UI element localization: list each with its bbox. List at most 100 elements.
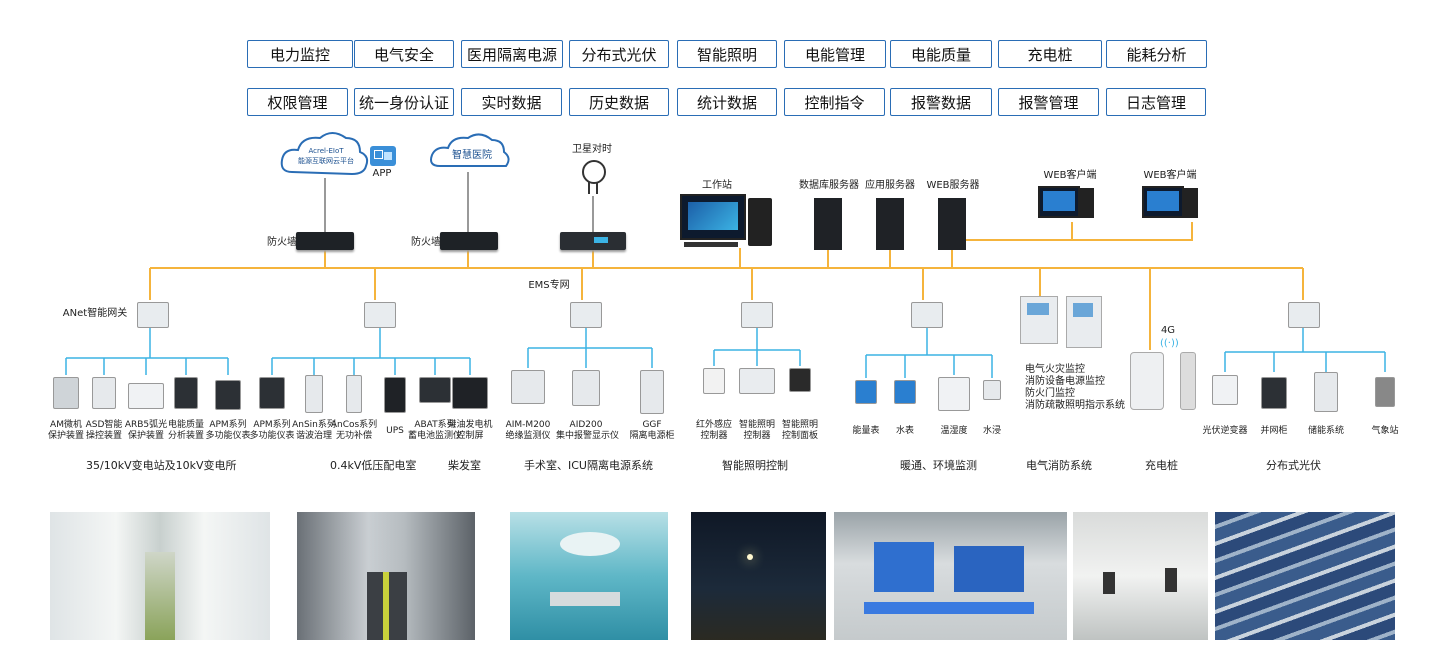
system-label: 电气消防系统	[1026, 459, 1092, 472]
device-label: ABAT系列	[414, 420, 456, 430]
device-label: 能量表	[852, 426, 880, 436]
firewall-device	[296, 232, 354, 250]
device-label: ARB5弧光	[124, 420, 168, 430]
device-icon	[215, 380, 241, 410]
substation-photo	[50, 512, 270, 640]
firewall-label-1: 防火墙	[267, 237, 297, 248]
module-button[interactable]: 充电桩	[998, 40, 1102, 68]
web-server-icon	[938, 198, 966, 250]
gateway-device-icon	[1288, 302, 1320, 328]
satellite-dish-icon	[582, 160, 606, 184]
fire-item: 消防疏散照明指示系统	[1025, 400, 1125, 411]
device-label: GGF	[642, 420, 662, 430]
module-button[interactable]: 报警数据	[890, 88, 992, 116]
module-button[interactable]: 电气安全	[354, 40, 454, 68]
module-button[interactable]: 历史数据	[569, 88, 669, 116]
web-client-monitor-icon	[1142, 186, 1184, 218]
device-icon	[703, 368, 725, 394]
device-label: AnCos系列	[330, 420, 378, 430]
fire-panel-icon	[1020, 296, 1058, 344]
device-sublabel: 多功能仪表	[249, 431, 295, 441]
device-label: AID200	[569, 420, 603, 430]
app-server-label: 应用服务器	[865, 180, 915, 191]
device-label: APM系列	[209, 420, 247, 430]
module-button[interactable]: 实时数据	[461, 88, 562, 116]
system-label: 智能照明控制	[722, 459, 788, 472]
module-button[interactable]: 电能管理	[784, 40, 886, 68]
workstation-monitor-icon	[680, 194, 746, 240]
web-server-label: WEB服务器	[926, 180, 980, 191]
device-sublabel: 无功补偿	[335, 431, 372, 441]
device-label: 储能系统	[1307, 426, 1344, 436]
device-sublabel: 隔离电源柜	[629, 431, 675, 441]
cloud-platform-subtitle: 能源互联网云平台	[298, 157, 354, 165]
web-client-tower-icon	[1184, 188, 1198, 218]
app-icon	[370, 146, 396, 166]
module-button[interactable]: 统计数据	[677, 88, 777, 116]
device-label: 温湿度	[940, 426, 968, 436]
module-button[interactable]: 能耗分析	[1106, 40, 1207, 68]
keyboard-icon	[684, 242, 738, 247]
db-server-icon	[814, 198, 842, 250]
charging-station-photo	[1073, 512, 1208, 640]
device-sublabel: 绝缘监测仪	[505, 431, 551, 441]
device-icon	[384, 377, 406, 413]
device-sublabel: 控制器	[743, 431, 771, 441]
satellite-label: 卫星对时	[572, 144, 612, 155]
clock-server-device	[560, 232, 626, 250]
device-sublabel: 控制面板	[781, 431, 818, 441]
gateway-device-icon	[741, 302, 773, 328]
module-button[interactable]: 权限管理	[247, 88, 348, 116]
device-label: 智能照明	[738, 420, 775, 430]
device-label: 电能质量	[167, 420, 204, 430]
system-label: 暖通、环境监测	[900, 459, 977, 472]
fire-item: 电气火灾监控	[1025, 364, 1085, 375]
module-button[interactable]: 报警管理	[998, 88, 1099, 116]
device-icon	[739, 368, 775, 394]
device-sublabel: 分析装置	[167, 431, 204, 441]
device-icon	[419, 377, 451, 403]
app-label: APP	[372, 168, 392, 179]
system-label: 充电桩	[1145, 459, 1178, 472]
gateway-device-icon	[570, 302, 602, 328]
device-label: 红外感应	[695, 420, 732, 430]
device-icon	[53, 377, 79, 409]
module-button[interactable]: 电能质量	[890, 40, 992, 68]
fire-terminal-icon	[1066, 296, 1102, 348]
module-button[interactable]: 控制指令	[784, 88, 885, 116]
module-button[interactable]: 智能照明	[677, 40, 777, 68]
module-button[interactable]: 电力监控	[247, 40, 353, 68]
device-icon	[174, 377, 198, 409]
gateway-label: ANet智能网关	[62, 308, 128, 319]
device-sublabel: 蓄电池监测仪	[407, 431, 462, 441]
device-sublabel: 多功能仪表	[205, 431, 251, 441]
device-sublabel: 谐波治理	[295, 431, 332, 441]
module-button[interactable]: 医用隔离电源	[461, 40, 563, 68]
gateway-device-icon	[364, 302, 396, 328]
system-label: 分布式光伏	[1266, 459, 1321, 472]
workstation-label: 工作站	[702, 180, 732, 191]
device-icon	[259, 377, 285, 409]
device-sublabel: 控制器	[700, 431, 728, 441]
app-server-icon	[876, 198, 904, 250]
device-label: 水浸	[982, 426, 1001, 436]
charging-post-icon	[1180, 352, 1196, 410]
device-label: AnSin系列	[292, 420, 336, 430]
device-icon	[128, 383, 164, 409]
device-label: APM系列	[253, 420, 291, 430]
device-icon	[305, 375, 323, 413]
smart-hospital-label: 智慧医院	[452, 150, 492, 161]
module-button[interactable]: 统一身份认证	[354, 88, 454, 116]
cloud-platform-title: Acrel-EIoT	[308, 147, 344, 155]
device-icon	[1261, 377, 1287, 409]
device-sublabel: 保护装置	[47, 431, 84, 441]
web-client-monitor-icon	[1038, 186, 1080, 218]
web-client-label-1: WEB客户端	[1043, 170, 1097, 181]
module-button[interactable]: 日志管理	[1106, 88, 1206, 116]
device-icon	[894, 380, 916, 404]
device-icon	[855, 380, 877, 404]
wifi-icon: ((·))	[1160, 338, 1179, 349]
system-label: 手术室、ICU隔离电源系统	[524, 459, 653, 472]
firewall-device	[440, 232, 498, 250]
module-button[interactable]: 分布式光伏	[569, 40, 669, 68]
